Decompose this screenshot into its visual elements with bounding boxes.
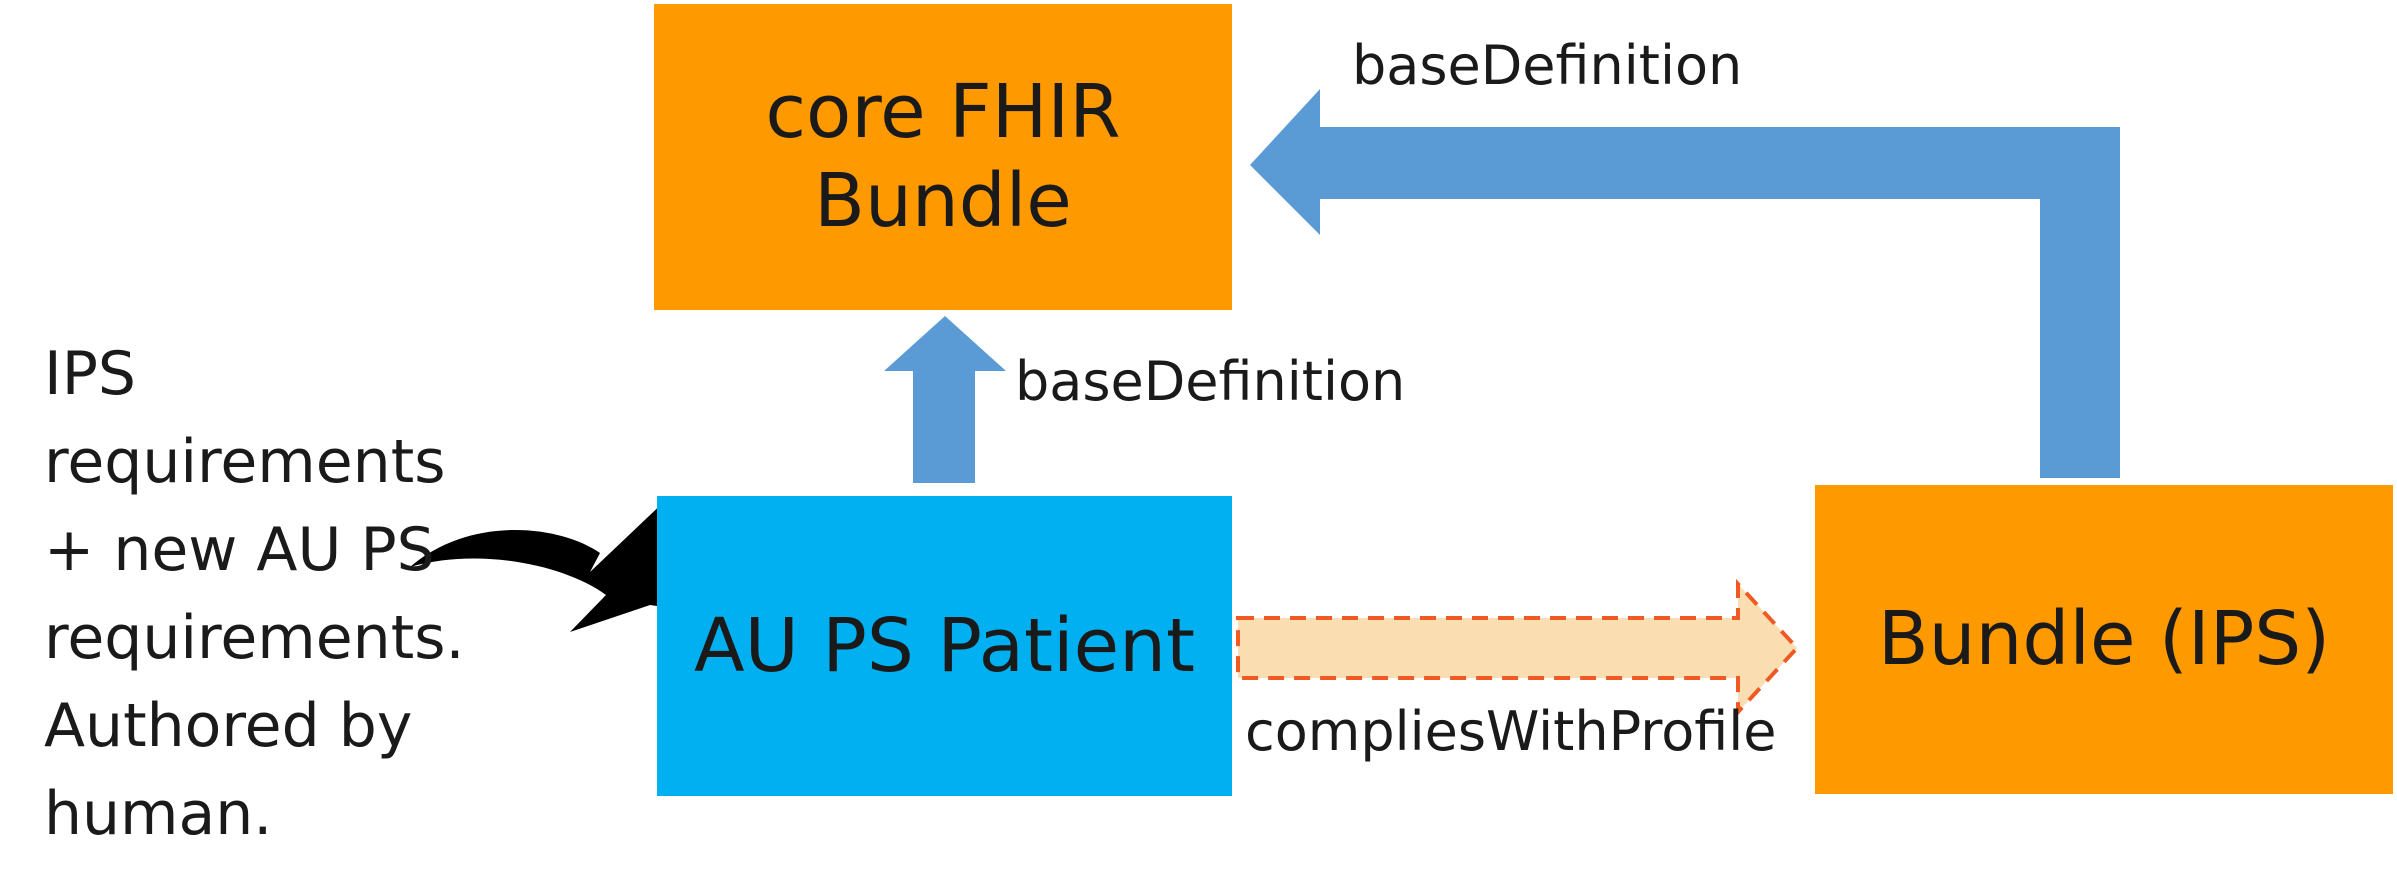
complieswithprofile-arrow bbox=[1236, 578, 1800, 718]
basedefinition-label-top: baseDefinition bbox=[1352, 34, 1743, 97]
core-fhir-bundle-label: core FHIR Bundle bbox=[765, 69, 1121, 244]
bundle-ips-node: Bundle (IPS) bbox=[1815, 485, 2393, 794]
au-ps-patient-label: AU PS Patient bbox=[693, 602, 1196, 689]
bundle-ips-label: Bundle (IPS) bbox=[1877, 596, 2331, 683]
complieswithprofile-label: compliesWithProfile bbox=[1245, 700, 1777, 763]
basedefinition-arrow-top bbox=[1250, 89, 2120, 478]
core-fhir-bundle-node: core FHIR Bundle bbox=[654, 4, 1232, 310]
requirements-annotation: IPS requirements + new AU PS requirement… bbox=[44, 339, 465, 849]
authored-by-arrow bbox=[410, 498, 685, 632]
basedefinition-label-middle: baseDefinition bbox=[1015, 350, 1406, 413]
au-ps-patient-node: AU PS Patient bbox=[657, 496, 1232, 796]
basedefinition-arrow-middle bbox=[884, 316, 1006, 483]
